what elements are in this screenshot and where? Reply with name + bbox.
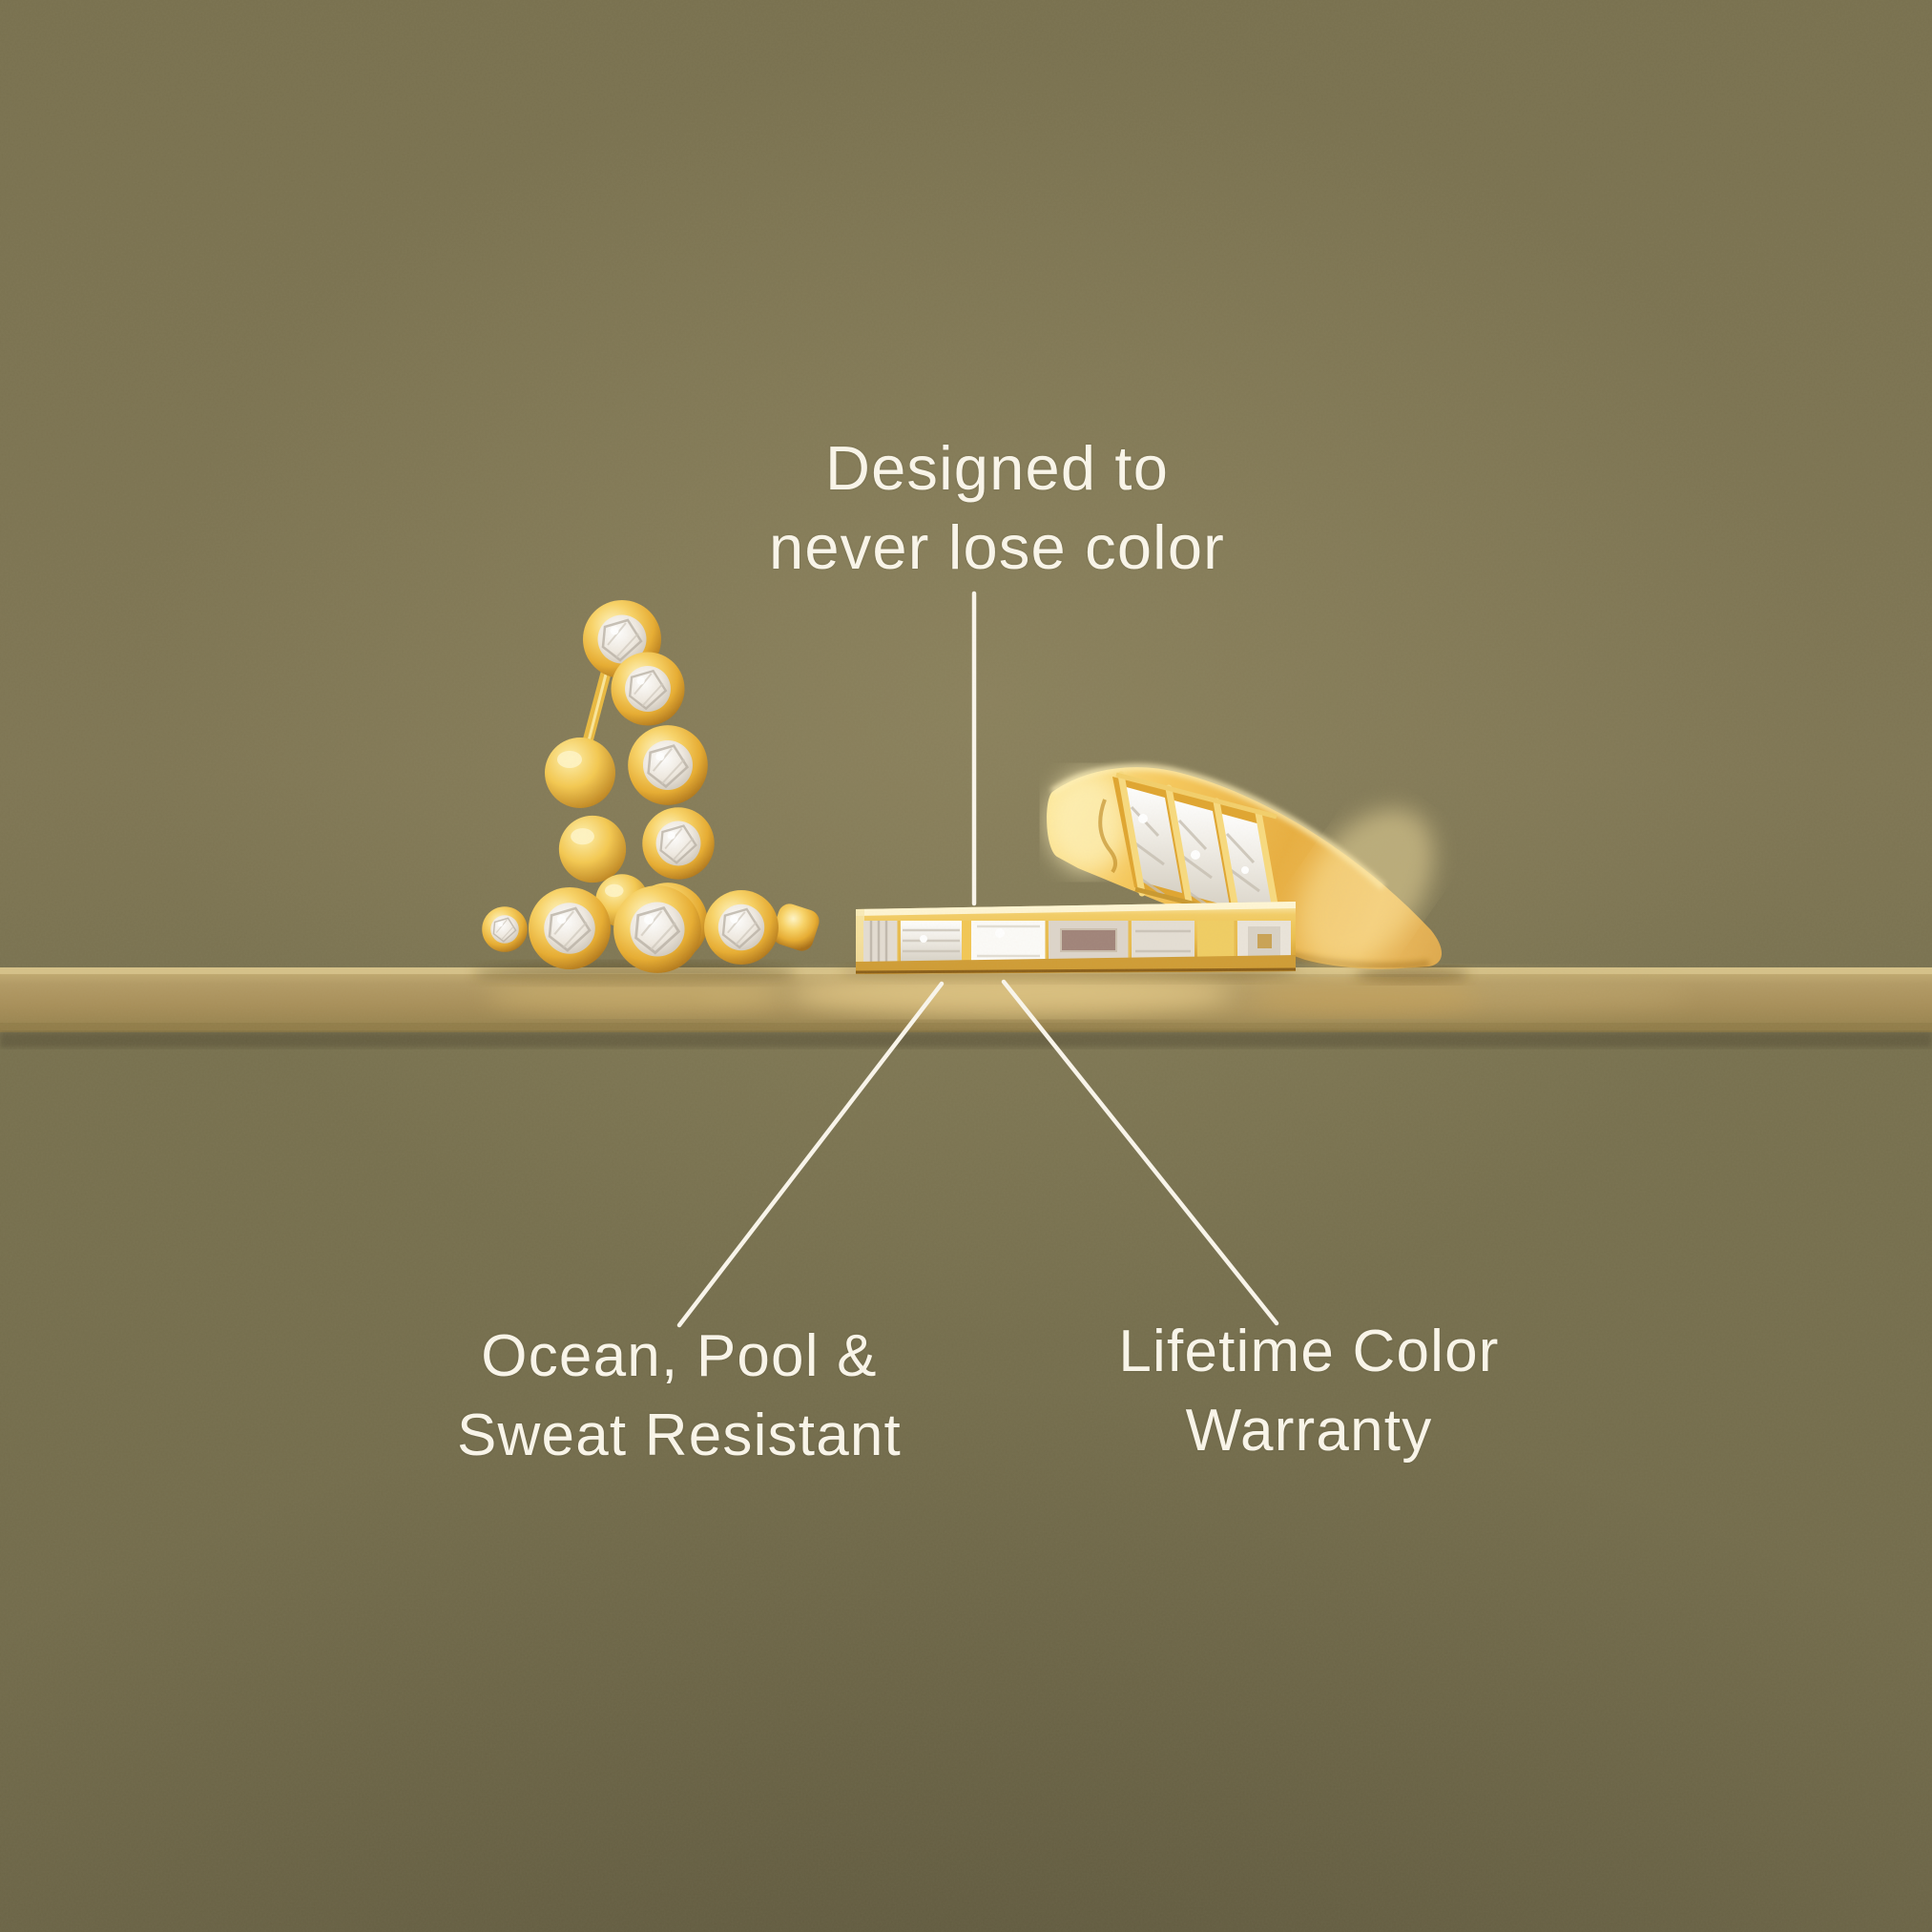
callout-bottom-left-label: Ocean, Pool & Sweat Resistant	[457, 1317, 902, 1475]
callout-top-line2: never lose color	[768, 512, 1226, 582]
callout-top-line1: Designed to	[824, 433, 1170, 503]
callout-bottom-right-label: Lifetime Color Warranty	[1118, 1312, 1499, 1470]
callout-bottom-right-line2: Warranty	[1185, 1398, 1433, 1464]
callout-bottom-left-line1: Ocean, Pool &	[481, 1323, 878, 1389]
callout-bottom-right-line1: Lifetime Color	[1118, 1319, 1500, 1384]
callout-top-label: Designed to never lose color	[769, 428, 1225, 587]
callout-bottom-left-line2: Sweat Resistant	[457, 1402, 902, 1468]
